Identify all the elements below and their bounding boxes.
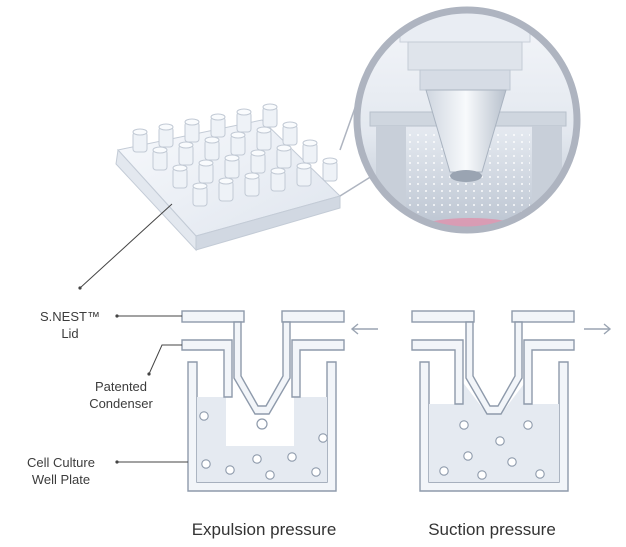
condenser-label-line2: Condenser: [89, 396, 153, 411]
air-bubble: [287, 452, 297, 462]
condenser-label-line1: Patented: [94, 379, 148, 394]
plate-well-top: [262, 103, 278, 111]
air-bubble: [201, 459, 211, 469]
plate-well-top: [224, 154, 240, 162]
zoom-connector-bottom: [339, 175, 373, 197]
plate-label: Cell Culture Well Plate: [16, 454, 106, 488]
air-bubble: [477, 470, 487, 480]
plate-well-top: [152, 146, 168, 154]
plate-well-top: [256, 126, 272, 134]
suction-bubbles: [439, 420, 545, 480]
expulsion-caption: Expulsion pressure: [191, 520, 337, 539]
air-bubble: [523, 420, 533, 430]
suction-media: [429, 376, 559, 482]
air-bubble: [318, 433, 328, 443]
suction-diagram: [411, 310, 612, 492]
plate-label-line2: Well Plate: [31, 472, 91, 487]
plate-well-top: [276, 144, 292, 152]
lid-photo-leader: [79, 203, 173, 289]
air-bubble: [225, 465, 235, 475]
plate-well-top: [210, 113, 226, 121]
plate-well-top: [158, 123, 174, 131]
air-bubble: [495, 436, 505, 446]
expulsion-droplet: [256, 418, 268, 430]
air-bubble: [535, 469, 545, 479]
air-bubble: [439, 466, 449, 476]
lid-label-line2: Lid: [61, 326, 79, 341]
air-bubble: [265, 470, 275, 480]
air-bubble: [252, 454, 262, 464]
air-bubble: [459, 420, 469, 430]
plate-well-top: [244, 172, 260, 180]
lid-plate-photo: [115, 103, 341, 252]
plate-well-top: [322, 157, 338, 165]
air-bubble: [463, 451, 473, 461]
plate-well-columns: [132, 103, 338, 207]
plate-well-top: [250, 149, 266, 157]
expulsion-bubbles: [199, 411, 328, 480]
plate-well-top: [172, 164, 188, 172]
air-bubble: [199, 411, 209, 421]
plate-well-top: [192, 182, 208, 190]
condenser-label: Patented Condenser: [76, 378, 166, 412]
plate-well-top: [218, 177, 234, 185]
plate-well-top: [184, 118, 200, 126]
plate-well-top: [296, 162, 312, 170]
plate-well-top: [230, 131, 246, 139]
plate-well-top: [198, 159, 214, 167]
plate-well-top: [236, 108, 252, 116]
expulsion-diagram: [181, 310, 378, 492]
plate-well-top: [204, 136, 220, 144]
condenser-leader: [147, 344, 182, 376]
condenser-zoom-photo: [353, 6, 581, 234]
plate-well-top: [178, 141, 194, 149]
plate-label-line1: Cell Culture: [27, 455, 95, 470]
suction-caption: Suction pressure: [428, 520, 556, 539]
air-bubble: [311, 467, 321, 477]
lid-label-line1: S.NEST™: [40, 309, 100, 324]
lid-photo-leader-dot: [78, 286, 82, 290]
plate-well-top: [270, 167, 286, 175]
plate-well-top: [302, 139, 318, 147]
lid-label: S.NEST™ Lid: [40, 308, 100, 342]
lid-leader: [115, 314, 182, 318]
plate-well-top: [282, 121, 298, 129]
plate-leader: [115, 460, 188, 464]
plate-well-top: [132, 128, 148, 136]
air-bubble: [507, 457, 517, 467]
